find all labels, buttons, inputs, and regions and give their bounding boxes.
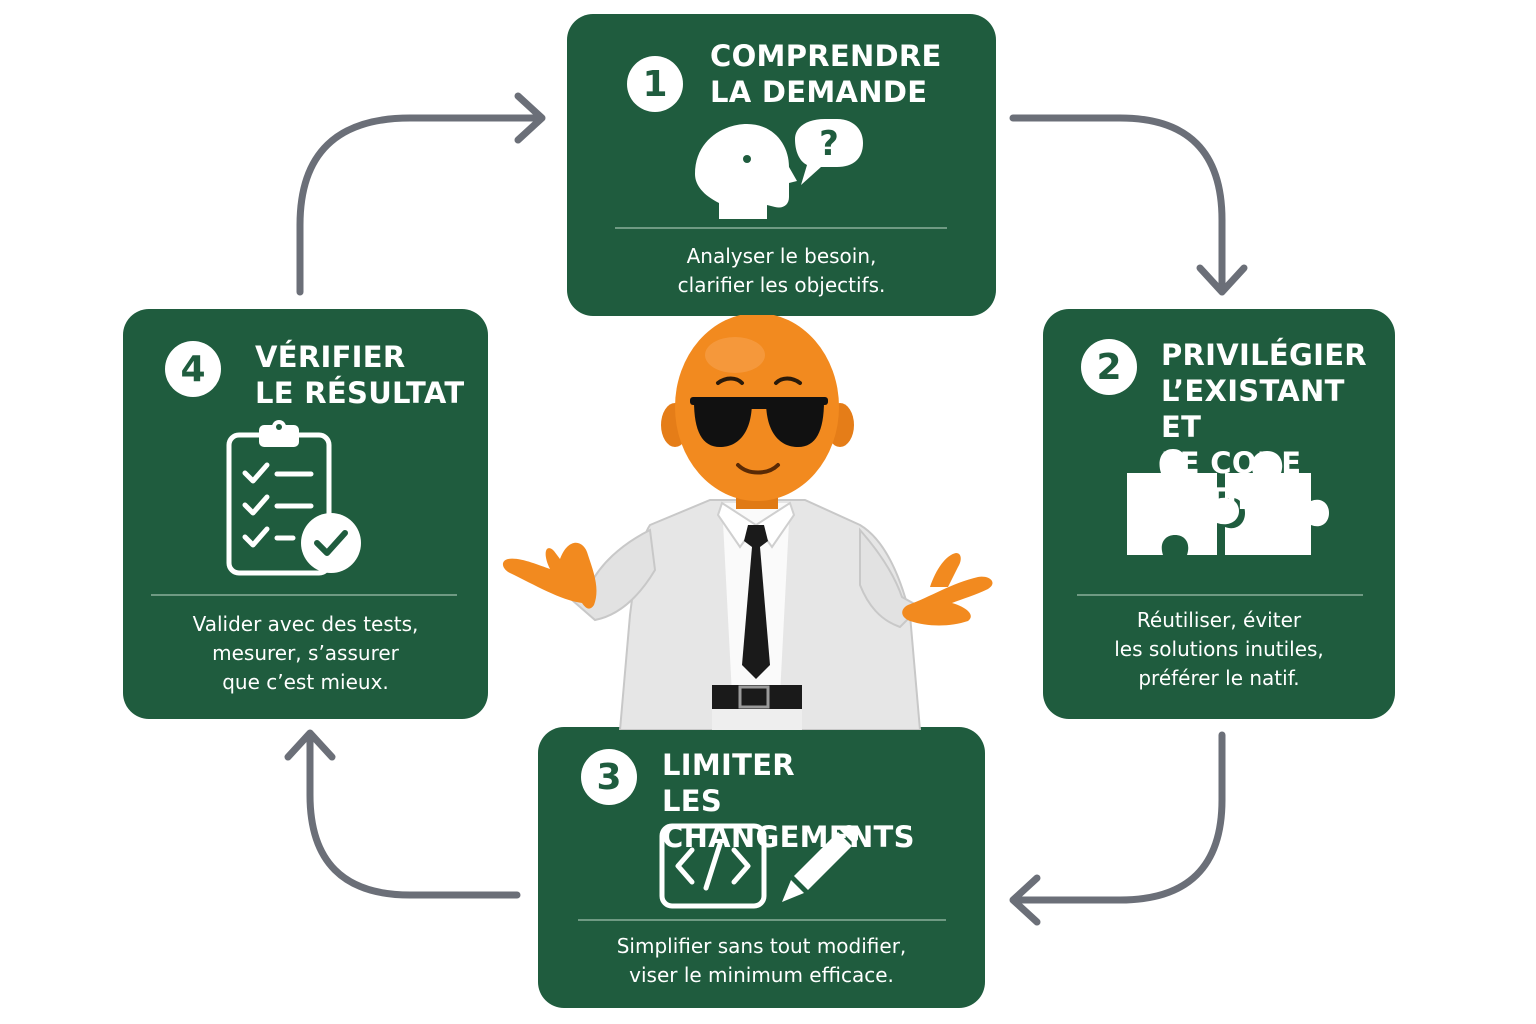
character-belt (712, 685, 802, 709)
step-number-badge: 2 (1081, 339, 1137, 395)
character-hand-left (502, 542, 597, 609)
step-divider (615, 227, 947, 229)
step-title: LIMITER LES CHANGEMENTS (662, 747, 985, 855)
step-description: Réutiliser, éviter les solutions inutile… (1043, 606, 1395, 693)
step-divider (578, 919, 946, 921)
arrow-head-step4 (284, 729, 336, 761)
step-card-1: 1 COMPRENDRE LA DEMANDE ? Analyser le be… (567, 14, 996, 316)
arrow-step2-to-step3 (1011, 731, 1226, 904)
step-card-2: 2 PRIVILÉGIER L’EXISTANT ET LE CODE NATI… (1043, 309, 1395, 719)
step-title-line: LIMITER (662, 748, 795, 782)
step-divider (1077, 594, 1363, 596)
step-description-line: clarifier les objectifs. (677, 273, 886, 297)
puzzle-icon (1127, 449, 1329, 555)
step-title-line: COMPRENDRE (710, 39, 942, 73)
character-tie (744, 525, 768, 547)
step-description-line: viser le minimum efficace. (629, 963, 894, 987)
step-number-badge: 3 (581, 749, 637, 805)
step-description-line: Analyser le besoin, (686, 244, 877, 268)
head-question-icon: ? (695, 119, 863, 219)
step-title-line: LE RÉSULTAT (255, 376, 465, 410)
step-description-line: Valider avec des tests, (192, 612, 419, 636)
step-description: Valider avec des tests, mesurer, s’assur… (123, 610, 488, 697)
character-illustration (502, 315, 993, 730)
step-divider (151, 594, 457, 596)
step-title-line: LA DEMANDE (710, 75, 928, 109)
step-description-line: que c’est mieux. (222, 670, 389, 694)
clipboard-check-icon (226, 420, 361, 576)
step-description-line: les solutions inutiles, (1114, 637, 1324, 661)
sunglasses-icon (690, 397, 828, 447)
arrow-head-step3 (1009, 874, 1041, 926)
step-description-line: Réutiliser, éviter (1136, 608, 1302, 632)
step-number-badge: 1 (627, 56, 683, 112)
arrow-head-step2 (1196, 264, 1248, 296)
step-description: Simplifier sans tout modifier, viser le … (538, 932, 985, 990)
step-description: Analyser le besoin, clarifier les object… (567, 242, 996, 300)
step-title: VÉRIFIER LE RÉSULTAT (255, 339, 464, 411)
step-card-3: 3 LIMITER LES CHANGEMENTS Simplifier san… (538, 727, 985, 1008)
step-card-4: 4 VÉRIFIER LE RÉSULTAT Valider avec des … (123, 309, 488, 719)
step-description-line: mesurer, s’assurer (212, 641, 399, 665)
step-number-badge: 4 (165, 341, 221, 397)
arrow-head-step1 (514, 92, 546, 144)
arrow-step4-to-step1 (296, 114, 544, 296)
step-title-line: VÉRIFIER (255, 340, 406, 374)
step-description-line: Simplifier sans tout modifier, (616, 934, 907, 958)
step-title: COMPRENDRE LA DEMANDE (710, 38, 942, 110)
arrow-step3-to-step4 (306, 731, 521, 899)
character-hand-right (902, 576, 993, 626)
step-title-line: L’EXISTANT ET (1161, 374, 1345, 444)
svg-text:?: ? (819, 124, 839, 164)
step-title-line: PRIVILÉGIER (1161, 338, 1367, 372)
code-edit-icon (659, 823, 858, 909)
arrow-step1-to-step2 (1009, 114, 1226, 294)
step-description-line: préférer le natif. (1138, 666, 1300, 690)
